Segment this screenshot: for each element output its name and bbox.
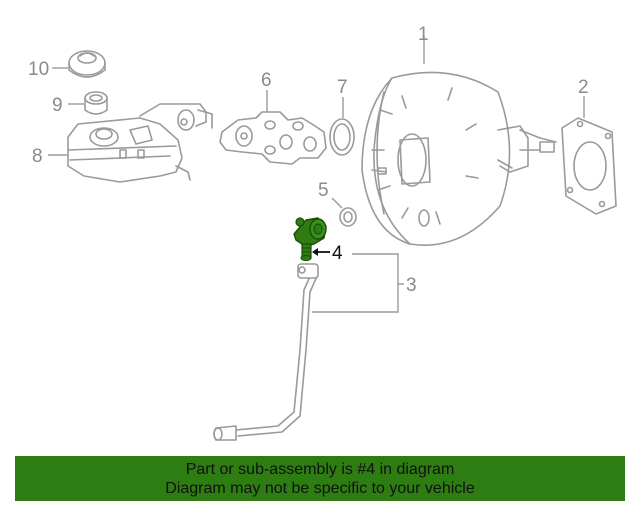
callout-10[interactable]: 10 — [28, 59, 49, 80]
callout-6[interactable]: 6 — [261, 70, 272, 91]
part-4-check-valve[interactable] — [293, 217, 327, 261]
part-7-seal-ring[interactable] — [329, 118, 355, 156]
callout-5[interactable]: 5 — [318, 180, 329, 201]
part-9-strainer[interactable] — [84, 91, 108, 115]
callout-4[interactable]: 4 — [332, 243, 343, 264]
part-8-reservoir[interactable] — [67, 103, 213, 183]
callout-8[interactable]: 8 — [32, 146, 43, 167]
callout-7[interactable]: 7 — [337, 77, 348, 98]
parts-diagram: 10 9 8 6 7 — [28, 24, 617, 441]
part-2-gasket[interactable] — [561, 117, 617, 215]
part-6-master-cylinder[interactable] — [219, 111, 327, 165]
callout-1[interactable]: 1 — [418, 24, 429, 45]
leader-3-lower — [312, 284, 399, 313]
banner-line-2: Diagram may not be specific to your vehi… — [165, 480, 475, 497]
info-banner: Part or sub-assembly is #4 in diagram Di… — [15, 456, 625, 501]
part-5-grommet[interactable] — [339, 207, 357, 227]
leader-3-upper — [352, 253, 399, 284]
banner-line-1: Part or sub-assembly is #4 in diagram — [185, 461, 455, 478]
part-10-reservoir-cap[interactable] — [68, 50, 106, 78]
callout-9[interactable]: 9 — [52, 95, 63, 116]
leader-5 — [331, 197, 343, 209]
arrow-4-icon — [312, 248, 318, 256]
part-3-vacuum-hose[interactable] — [213, 263, 319, 441]
callout-3[interactable]: 3 — [406, 275, 417, 296]
callout-2[interactable]: 2 — [578, 77, 589, 98]
part-1-brake-booster[interactable] — [361, 71, 557, 246]
